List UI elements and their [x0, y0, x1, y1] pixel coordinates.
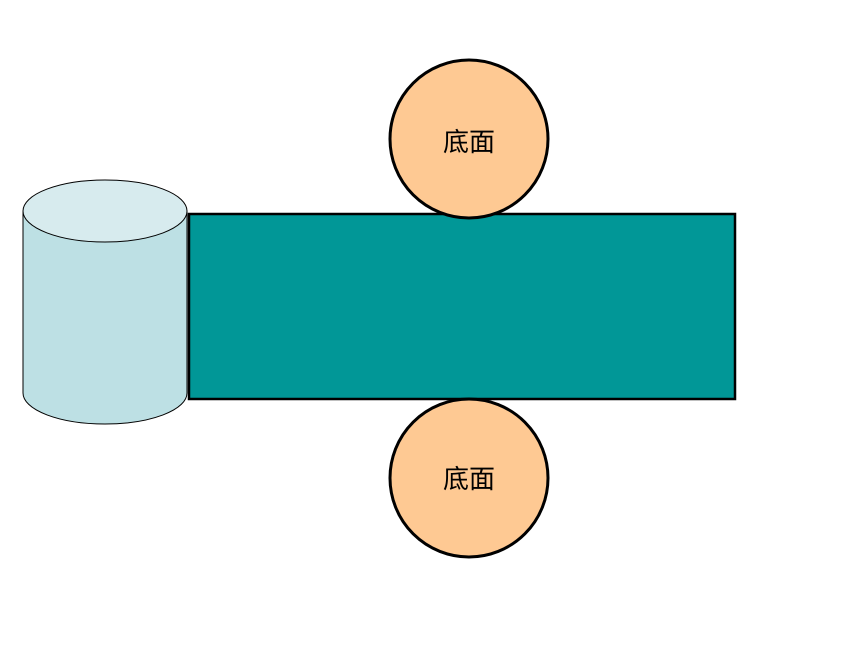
top-base-label: 底面	[443, 128, 495, 158]
bottom-base-circle	[388, 397, 550, 559]
cylinder-top-ellipse	[22, 179, 188, 243]
lateral-surface-rect	[187, 212, 737, 401]
top-base-circle	[388, 58, 550, 220]
bottom-base-label: 底面	[443, 465, 495, 495]
cylinder-body	[22, 210, 188, 425]
